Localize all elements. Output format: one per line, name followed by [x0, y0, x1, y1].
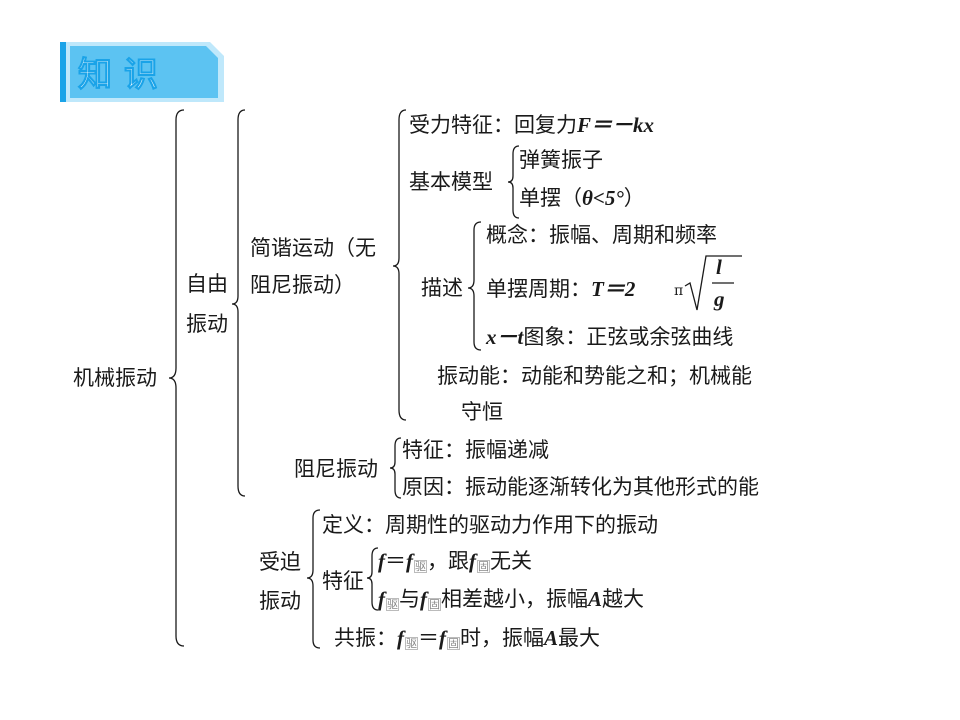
damped-label: 阻尼振动: [294, 457, 378, 481]
force-formula: F＝－kx: [577, 113, 655, 137]
root-label: 机械振动: [73, 366, 157, 390]
f-symbol: f: [378, 587, 385, 611]
resonance-prefix: 共振：: [334, 626, 397, 650]
amplitude-symbol: A: [588, 587, 603, 611]
banner-title: 知 识: [78, 55, 158, 95]
force-feature: 受力特征：回复力F＝－kx: [409, 112, 654, 138]
equals: ＝: [418, 626, 439, 650]
describe-bracket: [467, 221, 482, 351]
subscript-natural: 固: [447, 637, 460, 650]
feature-bracket: [366, 547, 379, 611]
energy-line-2: 守恒: [461, 400, 503, 424]
feature-text: ，跟: [427, 549, 469, 573]
f-symbol: f: [420, 587, 427, 611]
sqrt-sign: [684, 255, 742, 311]
graph-variable: x－t: [486, 325, 524, 349]
amplitude-symbol: A: [544, 626, 559, 650]
subscript-drive: 驱: [414, 560, 427, 573]
models-bracket: [507, 145, 520, 219]
root-bracket: [168, 109, 185, 647]
feature-text: 越大: [602, 587, 645, 611]
resonance-text: 时，振幅: [460, 626, 544, 650]
forced-feature-label: 特征: [322, 569, 364, 593]
period-denominator: g: [714, 287, 725, 311]
free-vibration-label-1: 自由: [186, 272, 228, 296]
free-vibration-label-2: 振动: [186, 312, 228, 336]
f-symbol: f: [397, 626, 404, 650]
force-prefix: 受力特征：回复力: [409, 113, 577, 137]
model-pendulum: 单摆（θ<5°）: [519, 185, 645, 211]
damped-bracket: [389, 437, 402, 499]
forced-bracket: [306, 509, 321, 649]
damped-feature: 特征：振幅递减: [402, 438, 549, 462]
period-numerator: l: [716, 255, 722, 279]
forced-label-2: 振动: [259, 589, 301, 613]
forced-definition: 定义：周期性的驱动力作用下的振动: [322, 513, 658, 537]
f-symbol: f: [439, 626, 446, 650]
f-symbol: f: [469, 549, 476, 573]
feature-text: 无关: [490, 549, 532, 573]
resonance-text: 最大: [558, 626, 601, 650]
shm-bracket: [392, 109, 407, 421]
pi-symbol: π: [674, 283, 684, 299]
describe-label: 描述: [421, 276, 463, 300]
pendulum-suffix: ）: [623, 186, 645, 210]
f-symbol: f: [406, 549, 413, 573]
describe-graph: x－t图象：正弦或余弦曲线: [486, 324, 733, 350]
equals: ＝: [385, 549, 406, 573]
models-label: 基本模型: [409, 170, 493, 194]
subscript-drive: 驱: [386, 598, 399, 611]
pendulum-condition: θ<5°: [582, 186, 624, 210]
feature-text: 与: [399, 587, 420, 611]
shm-label-1: 简谐运动（无: [250, 236, 376, 260]
subscript-drive: 驱: [405, 637, 418, 650]
pendulum-prefix: 单摆（: [519, 186, 582, 210]
knowledge-banner: 知 识: [60, 42, 224, 102]
damped-cause: 原因：振动能逐渐转化为其他形式的能: [402, 475, 759, 499]
describe-concept: 概念：振幅、周期和频率: [486, 223, 717, 247]
graph-text: 图象：正弦或余弦曲线: [523, 325, 734, 349]
forced-label-1: 受迫: [259, 550, 301, 574]
energy-line-1: 振动能：动能和势能之和；机械能: [437, 364, 752, 388]
period-prefix: 单摆周期：: [486, 277, 591, 301]
f-symbol: f: [378, 549, 385, 573]
feature-text: 相差越小，振幅: [441, 587, 588, 611]
subscript-natural: 固: [428, 598, 441, 611]
free-bracket: [231, 109, 246, 497]
shm-label-2: 阻尼振动）: [250, 273, 355, 297]
pendulum-period: 单摆周期：T＝2: [486, 276, 635, 302]
model-spring: 弹簧振子: [519, 148, 603, 172]
period-formula: T＝2: [591, 277, 636, 301]
subscript-natural: 固: [477, 560, 490, 573]
